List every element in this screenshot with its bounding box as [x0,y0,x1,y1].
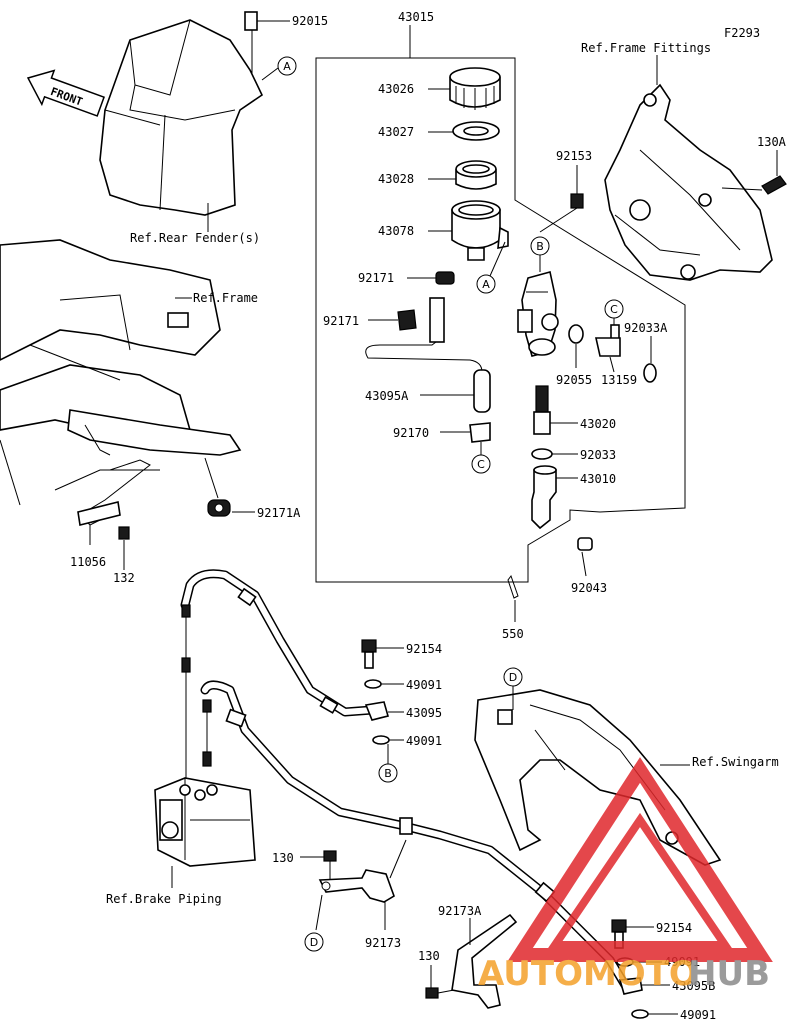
brake-hose-43095 [180,569,389,785]
banjo-43095B [618,977,670,995]
piston-43020 [533,385,578,435]
clip-92170: C [440,422,491,474]
diaphragm-43028 [428,160,497,190]
oring-92033A [643,336,657,383]
label-92171-upper: 92171 [358,271,394,285]
label-49091-d: 49091 [680,1008,716,1022]
label-130-lower: 130 [418,949,440,963]
callout-a-reservoir: A [476,241,506,294]
label-92173A: 92173A [438,904,482,918]
washer-49091-a [364,679,404,689]
diaphragm-plate-43027 [428,121,500,141]
reservoir-cap-43026 [428,67,501,110]
ring-92033 [531,448,578,460]
rear-fender-illustration [99,11,290,232]
label-92015: 92015 [292,14,328,28]
reservoir-43078 [428,200,509,261]
svg-text:C: C [477,458,485,471]
label-49091-a: 49091 [406,678,442,692]
bolt-92154-lower [611,919,654,949]
ref-rear-fender: Ref.Rear Fender(s) [130,231,260,245]
label-92154-upper: 92154 [406,642,442,656]
svg-text:A: A [482,278,490,291]
svg-text:D: D [509,671,517,684]
frame-fittings-illustration [604,55,773,281]
label-43095A: 43095A [365,389,409,403]
label-43078: 43078 [378,224,414,238]
label-132: 132 [113,571,135,585]
label-92171A: 92171A [257,506,301,520]
label-92154-lower: 92154 [656,921,692,935]
ref-frame: Ref.Frame [193,291,258,305]
label-92033A: 92033A [624,321,668,335]
svg-text:B: B [536,240,544,253]
label-43028: 43028 [378,172,414,186]
label-92055: 92055 [556,373,592,387]
bolt-130-lower [425,965,455,999]
fitting-13159: C [595,299,624,373]
clamp-92173: D [304,839,407,952]
label-550: 550 [502,627,524,641]
svg-text:C: C [610,303,618,316]
master-cylinder-body: B [517,236,559,357]
abs-unit [154,777,256,888]
diagram-code: F2293 [724,26,760,40]
watermark-part2: HUB [688,954,770,994]
label-92153: 92153 [556,149,592,163]
label-43095B: 43095B [672,979,715,993]
bolt-92154-upper [361,639,404,669]
label-43095: 43095 [406,706,442,720]
assembly-box-43015 [315,25,686,583]
front-arrow: FRONT [26,69,105,117]
label-49091-b: 49091 [406,734,442,748]
clamp-92171-upper [407,271,455,285]
label-43010: 43010 [580,472,616,486]
clamp-92171A [204,457,255,517]
label-130-mid: 130 [272,851,294,865]
label-43015: 43015 [398,10,434,24]
ref-brake-piping: Ref.Brake Piping [106,892,222,906]
label-43020: 43020 [580,417,616,431]
label-43026: 43026 [378,82,414,96]
label-92043: 92043 [571,581,607,595]
svg-text:A: A [283,60,291,73]
bolt-132 [118,526,130,570]
svg-text:D: D [310,936,318,949]
label-130A: 130A [757,135,787,149]
label-92171-lower: 92171 [323,314,359,328]
label-13159: 13159 [601,373,637,387]
cotter-pin-550 [507,574,519,622]
ref-frame-fittings: Ref.Frame Fittings [581,41,711,55]
svg-text:B: B [384,767,392,780]
bolt-130A [721,150,787,195]
push-rod-43010 [531,465,578,530]
bolt-92153 [539,165,584,233]
label-11056: 11056 [70,555,106,569]
clamp-92171-lower [368,309,417,331]
washer-49091-b: B [372,735,404,783]
watermark-logo: AUTOMOTO HUB [478,757,773,994]
callout-a-fender: A [261,56,297,81]
hose-43095A [365,297,491,413]
swingarm-illustration: D [474,667,722,866]
label-92170: 92170 [393,426,429,440]
pin-92043 [577,537,593,577]
bracket-11056 [54,469,160,545]
frame-illustration [0,239,242,526]
oring-92055 [568,324,584,368]
washer-49091-d [631,1009,678,1019]
label-43027: 43027 [378,125,414,139]
bracket-92173A [451,913,518,1009]
callout-b-master: B [530,236,550,272]
watermark-part1: AUTOMOTO [478,954,698,994]
bolt-130-mid [300,850,337,880]
ref-swingarm: Ref.Swingarm [692,755,779,769]
label-92033: 92033 [580,448,616,462]
label-92173: 92173 [365,936,401,950]
